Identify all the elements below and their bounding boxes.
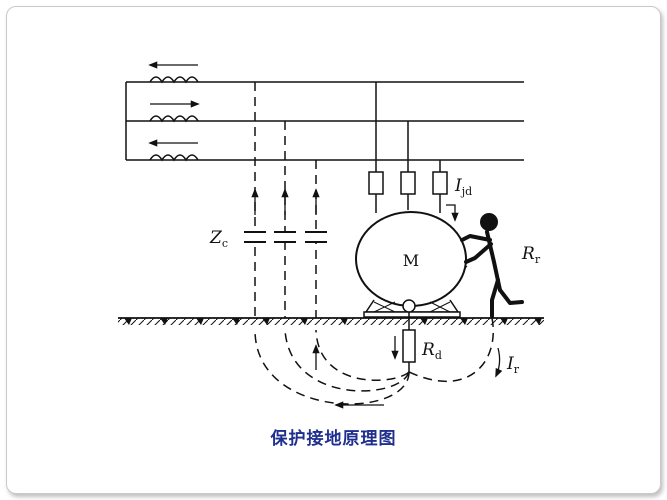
capacitance-label: Zc [209,228,228,250]
motor-feeders [375,82,441,213]
winding-coil-a [149,76,199,84]
slide-frame [6,6,661,494]
motor-label: M [403,251,419,270]
diagram-caption: 保护接地原理图 [270,429,397,449]
return-arc-middle [284,329,410,392]
ground-resistor [402,312,416,372]
body-resistance-label: Rr [521,244,541,266]
fuse-a [368,171,384,195]
fault-current-label: Ijd [454,176,472,198]
body-current-arrow [495,347,503,378]
ground-terminal [402,299,416,313]
person-figure [460,213,524,318]
ground-surface [118,317,544,325]
body-current-label: Ir [506,354,520,376]
body-current-arc [408,317,494,383]
motor [355,211,467,318]
source-windings [125,76,524,162]
winding-coil-b [149,115,199,123]
cap-arrows [251,188,320,370]
capacitors [244,231,327,243]
return-arc-inner [315,329,410,381]
return-paths [254,317,494,405]
winding-arrows [148,61,200,147]
fuse-c [432,171,448,195]
winding-coil-c [149,154,199,162]
fuse-b [400,171,416,195]
ground-resistance-label: Rd [421,340,442,362]
fuses [368,171,448,195]
return-arc-outer [254,329,410,405]
